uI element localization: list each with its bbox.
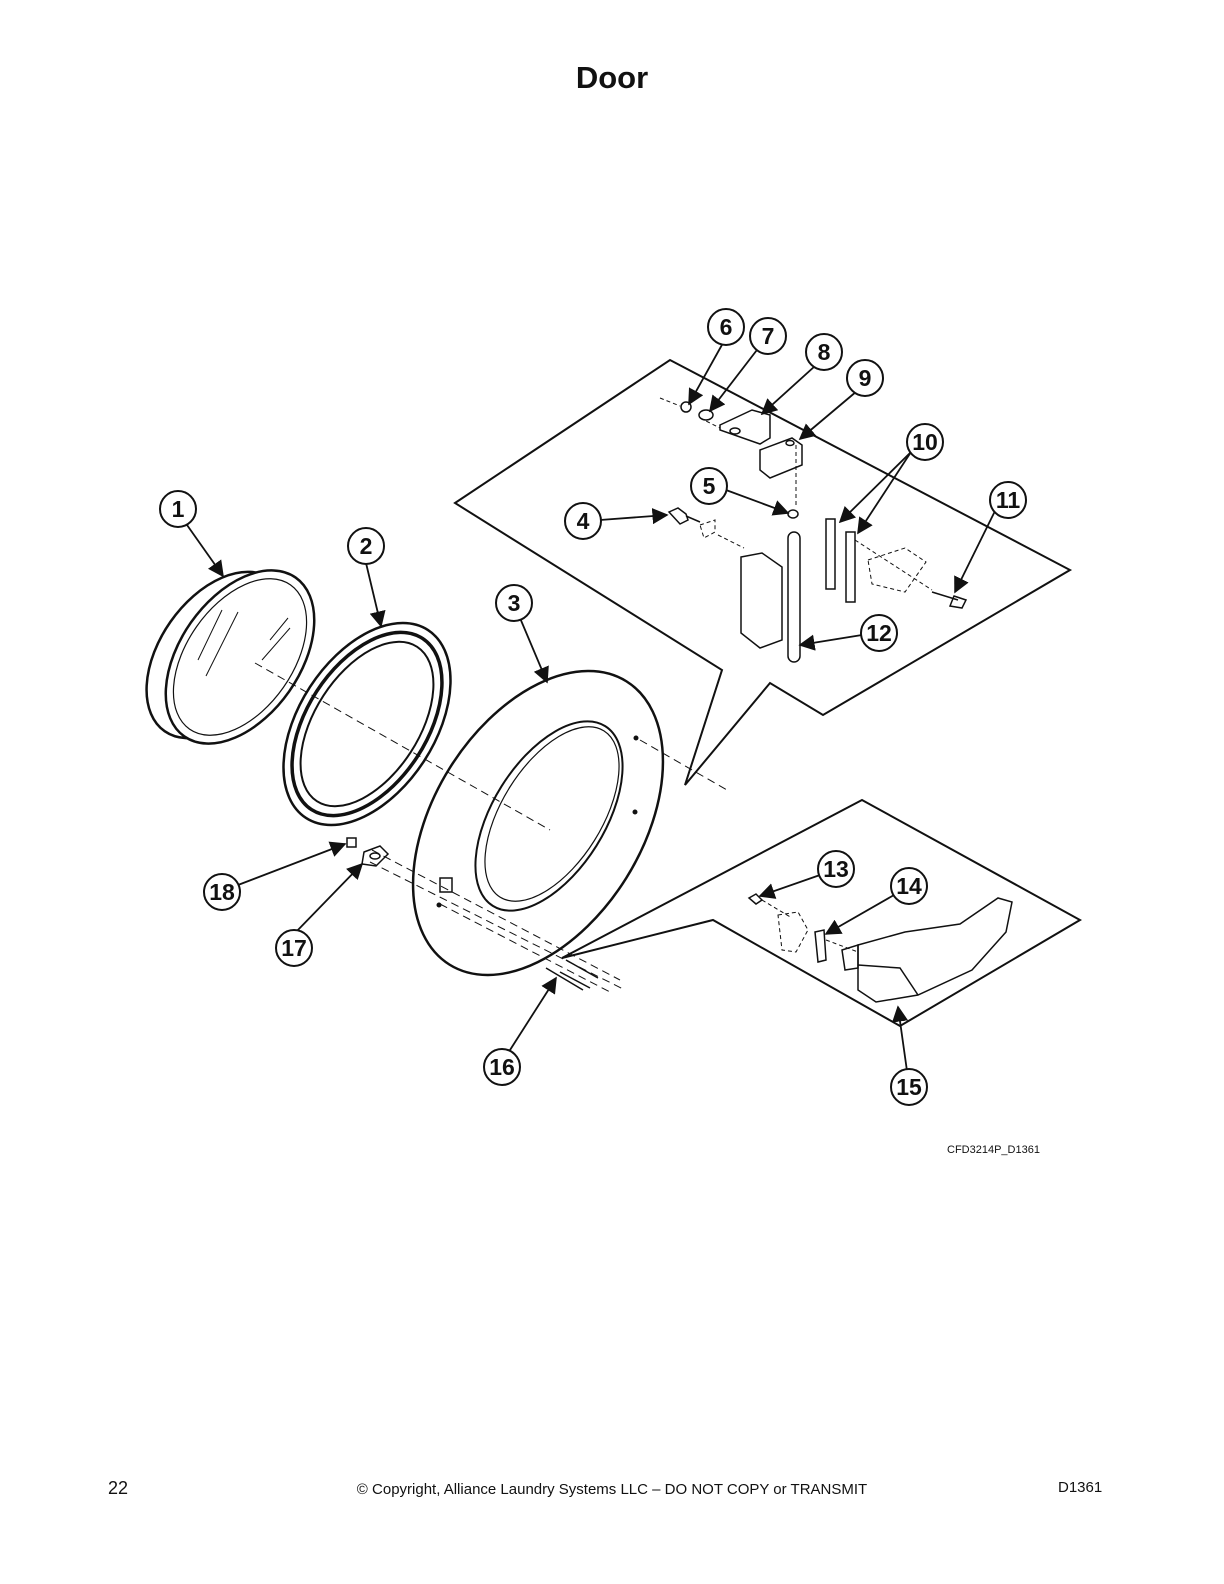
- callout-16: 16: [483, 1048, 521, 1086]
- callout-14: 14: [890, 867, 928, 905]
- callout-7: 7: [749, 317, 787, 355]
- callout-15: 15: [890, 1068, 928, 1106]
- callout-5: 5: [690, 467, 728, 505]
- callout-11: 11: [989, 481, 1027, 519]
- svg-text:1: 1: [172, 496, 185, 522]
- svg-text:2: 2: [360, 533, 373, 559]
- svg-text:18: 18: [209, 879, 235, 905]
- copyright-notice: © Copyright, Alliance Laundry Systems LL…: [356, 1481, 868, 1498]
- svg-text:10: 10: [912, 429, 938, 455]
- svg-text:8: 8: [818, 339, 831, 365]
- svg-text:13: 13: [823, 856, 849, 882]
- callout-10: 10: [906, 423, 944, 461]
- svg-text:7: 7: [762, 323, 775, 349]
- callout-18: 18: [203, 873, 241, 911]
- callout-6: 6: [707, 308, 745, 346]
- svg-text:17: 17: [281, 935, 307, 961]
- callout-2: 2: [347, 527, 385, 565]
- callout-1: 1: [159, 490, 197, 528]
- handle-phantom-parts: [761, 899, 859, 953]
- door-glass: [145, 569, 316, 745]
- callout-8: 8: [805, 333, 843, 371]
- svg-text:5: 5: [703, 473, 716, 499]
- callout-17: 17: [275, 929, 313, 967]
- page-title: Door: [575, 60, 649, 95]
- svg-text:11: 11: [996, 487, 1021, 513]
- callout-3: 3: [495, 584, 533, 622]
- door-gasket: [282, 621, 452, 827]
- handle-detail-outline: [561, 798, 1083, 1028]
- svg-text:3: 3: [508, 590, 521, 616]
- hinge-detail-outline: [453, 358, 1073, 786]
- handle-pins: [545, 959, 599, 991]
- svg-text:15: 15: [896, 1074, 922, 1100]
- strike-shim: [346, 837, 357, 848]
- leader-lines: [186, 342, 996, 1072]
- page-number: 22: [108, 1478, 129, 1498]
- svg-text:4: 4: [577, 508, 590, 534]
- door-strike: [361, 845, 390, 867]
- hinge-phantom-parts: [659, 397, 933, 593]
- callout-12: 12: [860, 614, 898, 652]
- callout-4: 4: [564, 502, 602, 540]
- document-id: D1361: [1058, 1479, 1103, 1496]
- svg-text:12: 12: [866, 620, 892, 646]
- drawing-code: CFD3214P_D1361: [947, 1144, 1040, 1156]
- handle-parts: [747, 893, 1013, 1003]
- svg-text:6: 6: [720, 314, 733, 340]
- svg-text:16: 16: [489, 1054, 515, 1080]
- callout-9: 9: [846, 359, 884, 397]
- svg-text:14: 14: [896, 873, 922, 899]
- door-ring: [411, 669, 665, 977]
- callout-13: 13: [817, 850, 855, 888]
- svg-text:9: 9: [859, 365, 872, 391]
